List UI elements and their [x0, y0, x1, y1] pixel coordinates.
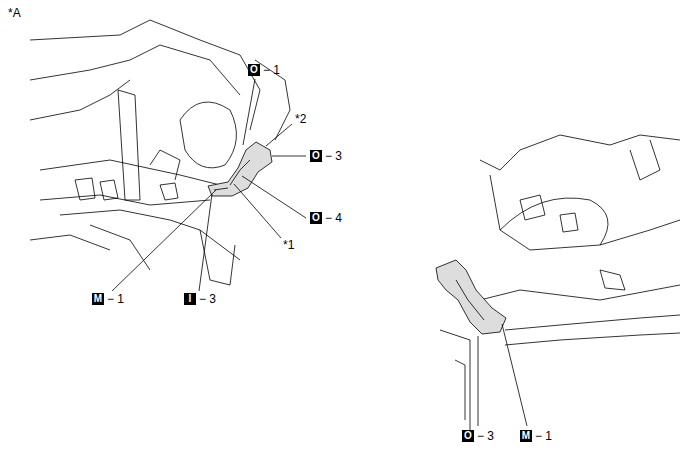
callout-number: − 1	[263, 63, 280, 77]
callout-symbol: I	[184, 293, 196, 305]
callout-symbol: O	[310, 150, 322, 162]
callout-number: − 1	[535, 429, 552, 443]
callout-number: *A	[8, 6, 21, 20]
callout-symbol: M	[520, 430, 532, 442]
callout-symbol: O	[310, 212, 322, 224]
callout-number: − 3	[325, 149, 342, 163]
callout-number: − 4	[325, 211, 342, 225]
callout-symbol: M	[92, 293, 104, 305]
callout-number: − 3	[477, 429, 494, 443]
callout-number: − 1	[107, 292, 124, 306]
callout-symbol: O	[248, 64, 260, 76]
callout-number: *1	[283, 238, 294, 252]
callout-symbol: O	[462, 430, 474, 442]
callout-number: *2	[295, 112, 306, 126]
callout-number: − 3	[199, 292, 216, 306]
